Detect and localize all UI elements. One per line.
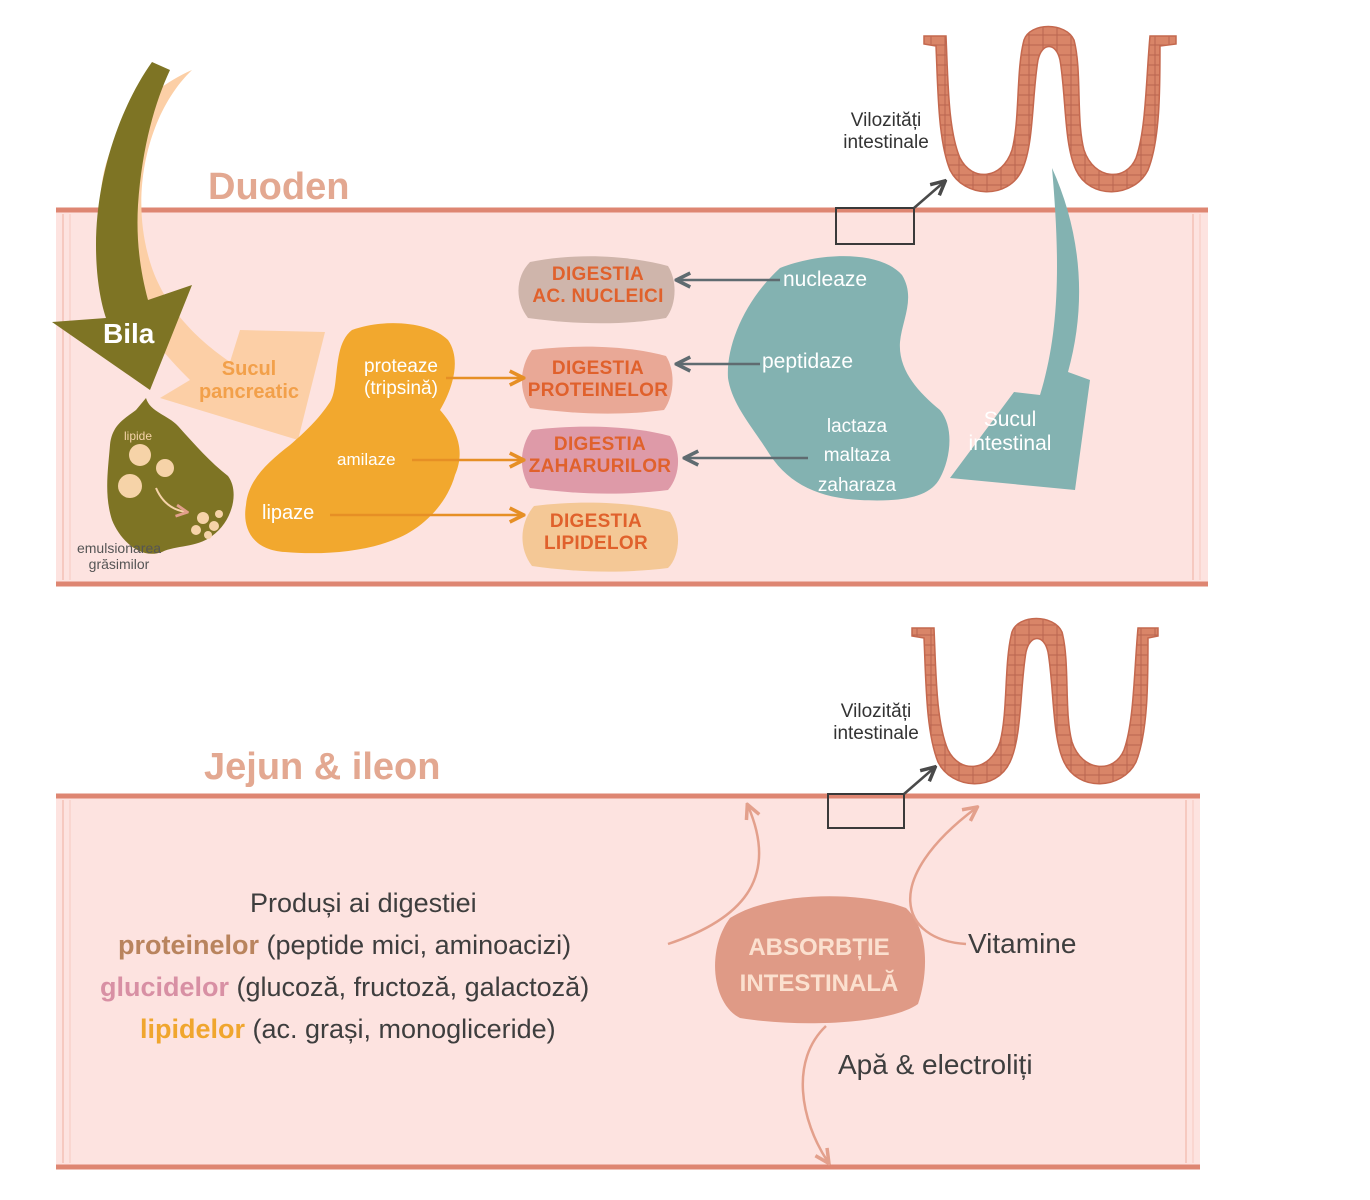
digestia-zaharurilor-line2: ZAHARURILOR — [528, 455, 672, 477]
digestia-lipidelor-line2: LIPIDELOR — [543, 532, 649, 554]
emulsion-blob — [107, 398, 234, 554]
villi-label-top: Vilozități intestinale — [830, 110, 942, 154]
digestia-zaharurilor-label: DIGESTIA ZAHARURILOR — [524, 434, 676, 478]
products-glucidelor: glucidelor (glucoză, fructoză, galactoză… — [100, 972, 589, 1003]
lipide-label: lipide — [124, 429, 153, 443]
dizaharidaze-label: lactaza maltaza zaharaza — [800, 412, 914, 500]
magnifier-box-icon — [827, 793, 905, 829]
glucidelor-rest: (glucoză, fructoză, galactoză) — [229, 972, 590, 1002]
lipidelor-word: lipidelor — [140, 1014, 246, 1044]
arrow-icon — [667, 806, 759, 946]
digestia-proteinelor-line1: DIGESTIA — [551, 358, 645, 379]
lactaza-label: lactaza — [826, 416, 888, 437]
villi-label-line1: Vilozități — [840, 701, 912, 722]
arrow-icon — [909, 808, 976, 946]
villi-icon — [923, 25, 1177, 193]
arrow-icon — [903, 768, 934, 795]
proteinelor-rest: (peptide mici, aminoacizi) — [259, 930, 572, 960]
intestinal-enzymes-blob — [727, 256, 950, 501]
sucul-pancreatic-line2: pancreatic — [198, 381, 300, 403]
proteaze-label: proteaze (tripsină) — [350, 356, 452, 400]
digestia-acizi-line2: AC. NUCLEICI — [532, 285, 664, 307]
arrow-icon — [913, 182, 944, 209]
products-lipidelor: lipidelor (ac. grași, monogliceride) — [140, 1014, 556, 1045]
digestia-acizi-nucleici-blob — [518, 256, 675, 324]
absorbtie-line2: INTESTINALĂ — [739, 970, 899, 997]
amilaze-label: amilaze — [337, 450, 396, 469]
digestia-lipidelor-blob — [522, 502, 679, 572]
absorbtie-label: ABSORBȚIE INTESTINALĂ — [724, 930, 914, 1002]
sucul-pancreatic-label: Sucul pancreatic — [194, 358, 304, 404]
sucul-intestinal-arrow — [950, 168, 1090, 490]
sucul-pancreatic-line1: Sucul — [221, 358, 277, 380]
apa-electroliti-label: Apă & electroliți — [838, 1049, 1033, 1080]
zaharaza-label: zaharaza — [817, 474, 897, 496]
arrow-icon — [801, 1025, 828, 1162]
digestia-proteinelor-blob — [521, 346, 673, 414]
products-proteinelor: proteinelor (peptide mici, aminoacizi) — [118, 930, 571, 961]
lipidelor-rest: (ac. grași, monogliceride) — [245, 1014, 556, 1044]
emulsion-label: emulsionarea grăsimilor — [64, 540, 174, 572]
lipaze-label: lipaze — [262, 502, 315, 524]
vitamine-label: Vitamine — [968, 928, 1077, 959]
digestia-zaharurilor-line1: DIGESTIA — [553, 434, 647, 455]
digestia-proteinelor-label: DIGESTIA PROTEINELOR — [522, 358, 674, 402]
digestia-lipidelor-label: DIGESTIA LIPIDELOR — [520, 511, 672, 555]
jejun-title: Jejun & ileon — [204, 746, 441, 788]
magnifier-box-icon — [835, 207, 915, 245]
peptidaze-label: peptidaze — [762, 350, 854, 373]
proteaze-line2: (tripsină) — [364, 377, 438, 399]
emulsion-line2: grăsimilor — [88, 556, 150, 573]
emulsion-line1: emulsionarea — [76, 540, 162, 556]
jejun-band — [56, 793, 1200, 1170]
digestia-acizi-nucleici-label: DIGESTIA AC. NUCLEICI — [522, 264, 674, 308]
products-title: Produși ai digestiei — [250, 888, 477, 918]
villi-label-line2: intestinale — [833, 722, 919, 744]
duoden-title: Duoden — [208, 166, 350, 208]
pancreatic-enzymes-blob — [245, 323, 460, 554]
proteaze-line1: proteaze — [364, 356, 438, 377]
maltaza-label: maltaza — [823, 445, 891, 467]
villi-label-line1: Vilozități — [850, 110, 922, 131]
sucul-pancreatic-arrow — [100, 70, 325, 440]
bila-label: Bila — [103, 318, 155, 349]
sucul-intestinal-label: Sucul intestinal — [958, 408, 1062, 456]
villi-label-line2: intestinale — [843, 131, 929, 153]
villi-icon — [911, 617, 1159, 785]
nucleaze-label: nucleaze — [783, 268, 868, 291]
sucul-intestinal-line2: intestinal — [968, 432, 1052, 456]
digestia-lipidelor-line1: DIGESTIA — [549, 511, 643, 532]
digestia-proteinelor-line2: PROTEINELOR — [527, 379, 669, 401]
digestia-zaharurilor-blob — [521, 426, 679, 494]
absorbtie-blob — [715, 896, 926, 1024]
sucul-intestinal-line1: Sucul — [983, 408, 1037, 431]
proteinelor-word: proteinelor — [118, 930, 260, 960]
digestia-acizi-line1: DIGESTIA — [551, 264, 645, 285]
bila-arrow — [52, 62, 192, 390]
glucidelor-word: glucidelor — [100, 972, 230, 1002]
absorbtie-line1: ABSORBȚIE — [748, 934, 890, 961]
villi-label-bottom: Vilozități intestinale — [820, 701, 932, 745]
